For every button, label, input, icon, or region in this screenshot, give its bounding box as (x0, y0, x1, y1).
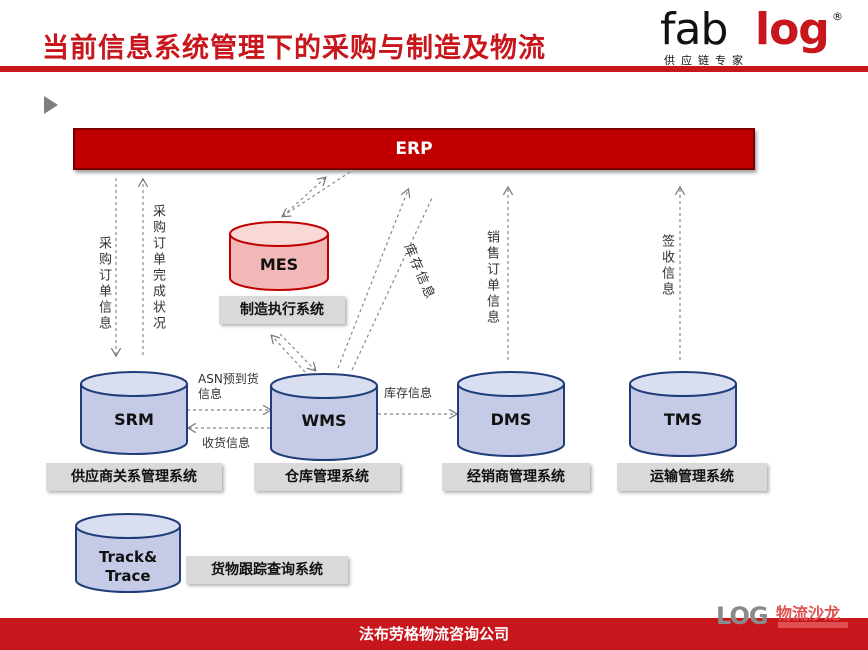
dms-code: DMS (490, 410, 532, 429)
arrow-mes-to-erp (282, 178, 325, 217)
mes-code: MES (259, 255, 299, 274)
track-code-line1: Track& (98, 548, 158, 566)
flow-label-receipt: 签收信息 (659, 234, 674, 298)
track-trace-name: 货物跟踪查询系统 (186, 556, 348, 584)
wms-code: WMS (301, 411, 347, 430)
arrow-wms-inventory (337, 190, 408, 369)
track-code-line2: Trace (105, 567, 151, 585)
tms-cylinder (629, 371, 737, 457)
header-divider (0, 66, 868, 72)
arrow-mes-to-wms (279, 333, 315, 370)
bullet-arrow-icon (44, 96, 58, 114)
flow-label-sales-order: 销售订单信息 (484, 230, 499, 326)
flow-label-inventory: 库存信息 (384, 386, 433, 400)
mes-name: 制造执行系统 (219, 296, 345, 324)
watermark-underline (778, 622, 848, 628)
mes-cylinder (229, 221, 329, 291)
tms-name: 运输管理系统 (617, 463, 767, 491)
track-trace-cylinder (75, 513, 181, 593)
page-title: 当前信息系统管理下的采购与制造及物流 (42, 33, 546, 64)
wms-cylinder (270, 373, 378, 461)
arrow-erp-to-mes (283, 171, 351, 216)
wms-name: 仓库管理系统 (254, 463, 400, 491)
logo-registered-mark: ® (832, 10, 843, 23)
arrow-wms-inventory-2 (351, 197, 433, 371)
watermark-cn-text: 物流沙龙 (776, 604, 841, 623)
flow-label-asn: ASN预到货信息 (198, 372, 259, 401)
footer-bar (0, 618, 868, 650)
arrow-wms-to-mes (272, 336, 306, 373)
flow-label-purchase-order: 采购订单信息 (96, 236, 111, 332)
srm-cylinder (80, 371, 188, 455)
logo-subtitle: 供应链专家 (664, 54, 749, 67)
dms-cylinder (457, 371, 565, 457)
fablog-logo: fab log ® 供应链专家 (660, 4, 850, 67)
flow-label-receiving: 收货信息 (202, 436, 251, 450)
erp-bar: ERP (73, 128, 755, 170)
watermark-logo: LOG 物流沙龙 (716, 598, 856, 638)
srm-name: 供应商关系管理系统 (46, 463, 222, 491)
logo-text-log: log (755, 4, 830, 55)
watermark-log-text: LOG (716, 602, 769, 630)
logo-text-fab: fab (660, 4, 728, 55)
tms-code: TMS (663, 410, 703, 429)
dms-name: 经销商管理系统 (442, 463, 590, 491)
footer-company: 法布劳格物流咨询公司 (358, 625, 509, 643)
flow-label-po-status: 采购订单完成状况 (150, 204, 165, 332)
srm-code: SRM (114, 410, 154, 429)
track-trace-code: Track& Trace (76, 548, 180, 586)
